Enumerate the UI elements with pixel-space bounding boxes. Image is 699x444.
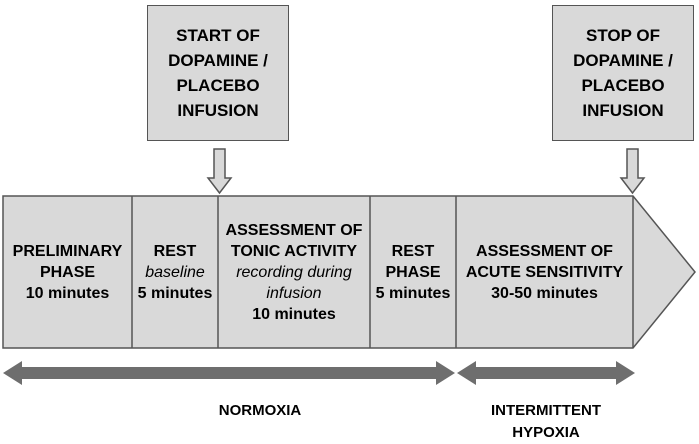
hypoxia-double-arrow xyxy=(457,361,635,385)
stop-callout-line-1: STOP OF xyxy=(585,26,660,45)
normoxia-label: NORMOXIA xyxy=(218,402,302,419)
timeline-arrow-shape xyxy=(2,195,696,349)
phase-3-line-5: 10 minutes xyxy=(252,305,336,323)
phase-4-line-2: PHASE xyxy=(385,263,441,281)
start-callout-line-1: START OF xyxy=(176,26,260,45)
phase-2-line-1: REST xyxy=(153,242,197,260)
phase-5-line-1: ASSESSMENT OF xyxy=(476,242,613,260)
phase-3-line-1: ASSESSMENT OF xyxy=(225,221,363,239)
phase-5-line-2: ACUTE SENSITIVITY xyxy=(465,263,624,281)
stop-callout-line-4: INFUSION xyxy=(582,101,664,120)
start-callout-line-4: INFUSION xyxy=(177,101,259,120)
phase-2-line-2: baseline xyxy=(145,263,205,281)
phase-rest-baseline: REST baseline 5 minutes xyxy=(132,196,218,348)
hypoxia-label-line-2: HYPOXIA xyxy=(512,424,580,441)
phase-3-line-2: TONIC ACTIVITY xyxy=(230,242,358,260)
phase-3-line-4: infusion xyxy=(266,284,322,302)
stop-infusion-callout: STOP OF DOPAMINE / PLACEBO INFUSION xyxy=(552,5,694,141)
phase-preliminary: PRELIMINARY PHASE 10 minutes xyxy=(3,196,132,348)
phase-4-line-1: REST xyxy=(391,242,435,260)
phase-3-line-3: recording during xyxy=(236,263,352,281)
stop-callout-line-2: DOPAMINE / xyxy=(573,51,673,70)
phase-4-line-3: 5 minutes xyxy=(375,284,451,302)
stop-down-arrow xyxy=(619,148,646,195)
phase-rest: REST PHASE 5 minutes xyxy=(370,196,456,348)
normoxia-double-arrow xyxy=(3,361,455,385)
phase-1-line-1: PRELIMINARY xyxy=(12,242,123,260)
phase-tonic-activity: ASSESSMENT OF TONIC ACTIVITY recording dur… xyxy=(218,196,370,348)
stop-callout-line-3: PLACEBO xyxy=(581,76,665,95)
hypoxia-label-line-1: INTERMITTENT xyxy=(491,402,601,419)
phase-1-line-3: 10 minutes xyxy=(25,284,110,302)
phase-1-line-2: PHASE xyxy=(39,263,96,281)
phase-5-line-3: 30-50 minutes xyxy=(491,284,598,302)
intermittent-hypoxia-label: INTERMITTENT HYPOXIA xyxy=(466,400,626,444)
start-infusion-callout: START OF DOPAMINE / PLACEBO INFUSION xyxy=(147,5,289,141)
start-down-arrow xyxy=(206,148,233,195)
phase-acute-sensitivity: ASSESSMENT OF ACUTE SENSITIVITY 30-50 minu… xyxy=(456,196,633,348)
start-callout-line-3: PLACEBO xyxy=(176,76,260,95)
phase-2-line-3: 5 minutes xyxy=(137,284,213,302)
start-callout-line-2: DOPAMINE / xyxy=(168,51,268,70)
